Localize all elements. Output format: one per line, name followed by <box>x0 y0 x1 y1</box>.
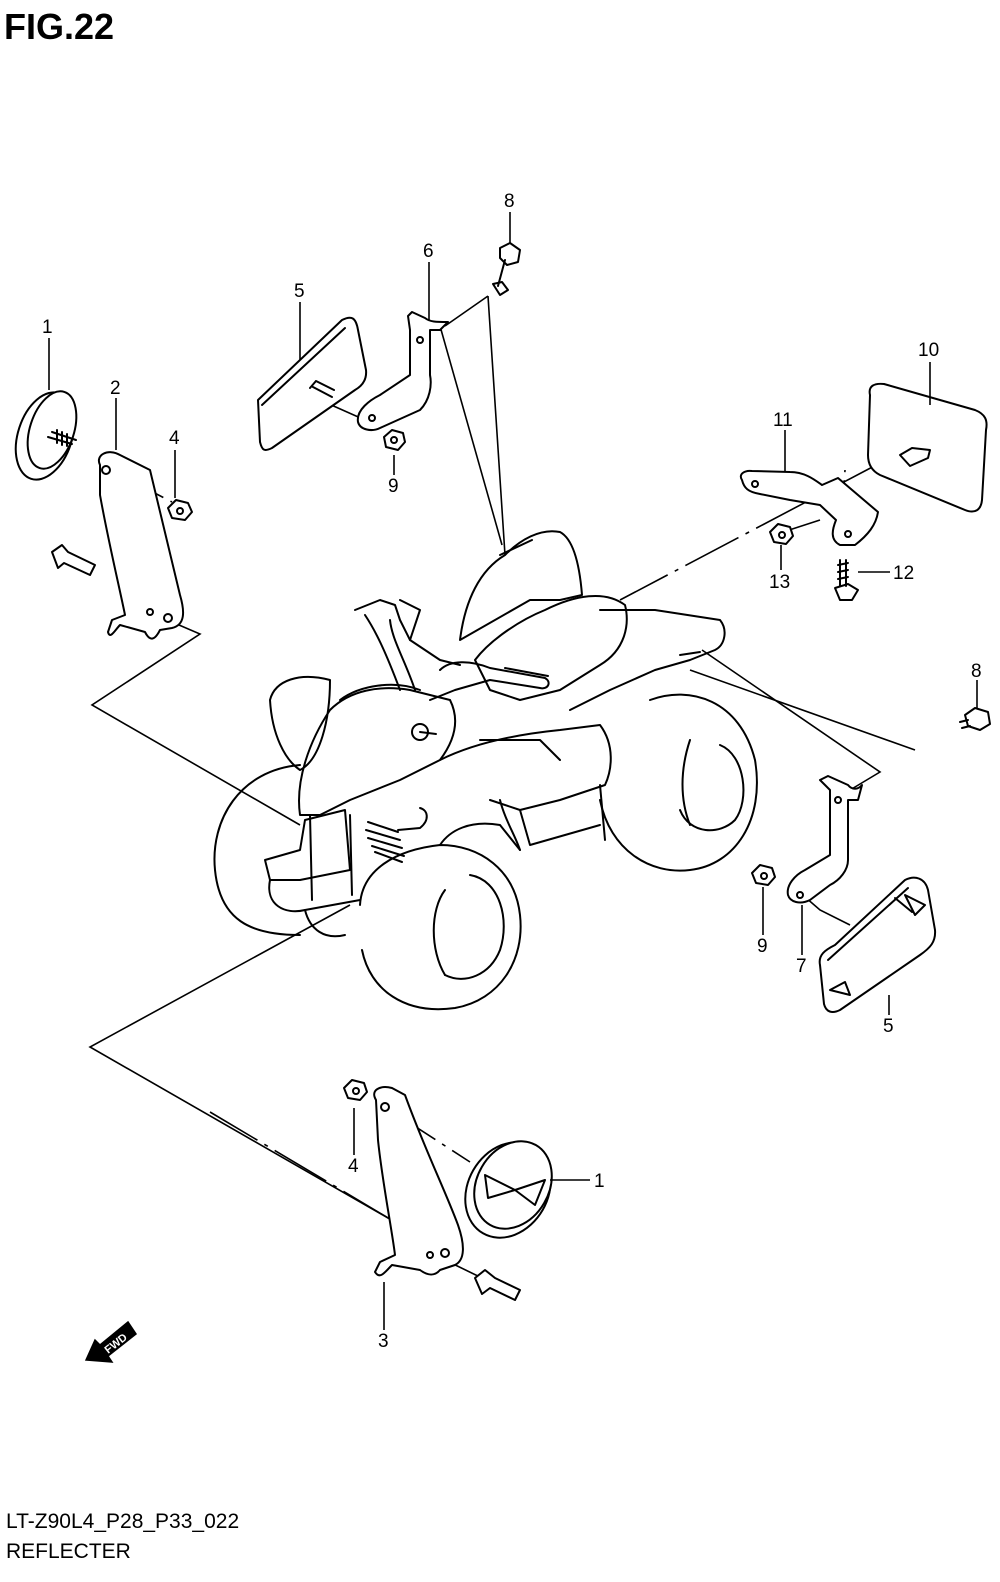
callout-numbers: 1 2 4 5 6 8 9 10 11 12 13 8 9 7 5 4 1 3 <box>42 191 982 1352</box>
callout-1-lower: 1 <box>594 1171 605 1192</box>
bolt-right <box>959 707 991 731</box>
flange-nut-lower-left <box>343 1079 368 1101</box>
bracket-lower <box>373 1086 464 1277</box>
atv-outline <box>213 530 758 1011</box>
callout-7: 7 <box>796 956 807 977</box>
callout-9: 9 <box>388 476 399 497</box>
callout-5-lower: 5 <box>883 1016 894 1037</box>
reflector-rect-top <box>257 316 368 451</box>
flange-nut-top-left <box>167 499 193 521</box>
assembly-lines <box>88 295 916 1279</box>
callout-13: 13 <box>769 572 790 593</box>
callout-10: 10 <box>918 340 939 361</box>
reflector-rect-right <box>867 382 988 513</box>
reflector-rect-lower <box>818 876 937 1013</box>
bracket-right-lower <box>786 775 863 904</box>
screw-right <box>834 559 859 601</box>
callout-9-lower: 9 <box>757 936 768 957</box>
bracket-right-top <box>739 469 879 546</box>
callout-6: 6 <box>423 241 434 262</box>
bolt-lower <box>474 1269 521 1301</box>
forward-direction-arrow: FWD <box>84 1320 138 1363</box>
callout-11: 11 <box>773 410 793 431</box>
callout-4-lower: 4 <box>348 1156 359 1177</box>
bracket-top <box>356 311 449 431</box>
bolt-top <box>492 242 521 296</box>
callout-8-right: 8 <box>971 661 982 682</box>
callout-12: 12 <box>893 563 914 584</box>
callout-4: 4 <box>169 428 180 449</box>
callout-2: 2 <box>110 378 121 399</box>
reflector-round-lower <box>464 1140 553 1239</box>
figure-code: LT-Z90L4_P28_P33_022 <box>6 1510 240 1533</box>
callout-8: 8 <box>504 191 515 212</box>
callout-1: 1 <box>42 317 53 338</box>
figure-caption: REFLECTER <box>6 1540 131 1563</box>
flange-nut-right <box>769 523 794 545</box>
bracket-left <box>51 451 185 640</box>
flange-nut-lower <box>751 864 776 886</box>
callout-leaders <box>48 212 978 1330</box>
reflector-round-left <box>14 390 78 481</box>
callout-5: 5 <box>294 281 305 302</box>
callout-3: 3 <box>378 1331 389 1352</box>
flange-nut-top <box>383 429 406 451</box>
figure-title: FIG.22 <box>4 6 115 47</box>
